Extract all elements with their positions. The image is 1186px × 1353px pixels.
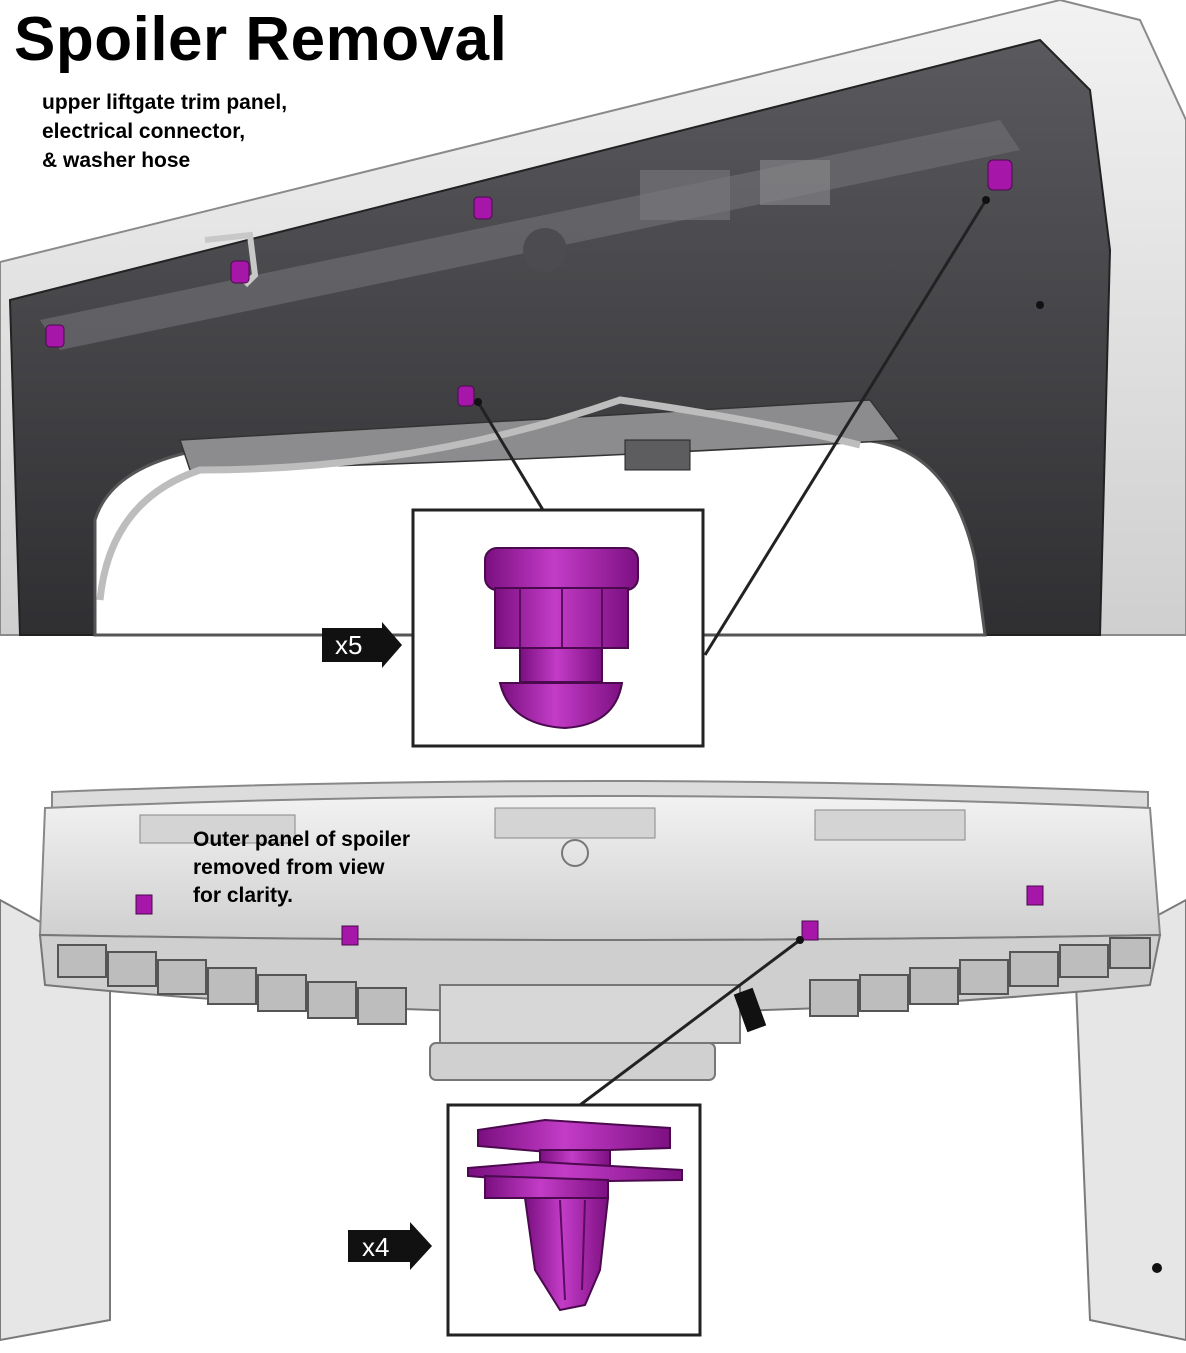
upper-note-line: & washer hose bbox=[42, 149, 191, 172]
upper-note-line: upper liftgate trim panel, bbox=[42, 91, 288, 114]
liftgate-fastener bbox=[230, 260, 250, 284]
center-housing bbox=[439, 984, 741, 1044]
upper-quantity-label: x5 bbox=[335, 630, 362, 660]
lower-note-line: for clarity. bbox=[193, 884, 293, 907]
lower-quantity-arrow: x4 bbox=[348, 1222, 432, 1270]
page-title: Spoiler Removal bbox=[14, 5, 508, 74]
liftgate-fastener bbox=[45, 324, 65, 348]
push-pin-fastener-icon bbox=[484, 547, 639, 730]
lower-quantity-label: x4 bbox=[362, 1232, 389, 1262]
upper-quantity-arrow: x5 bbox=[322, 622, 402, 668]
lower-note-line: removed from view bbox=[193, 856, 385, 879]
spoiler-fastener bbox=[135, 894, 153, 915]
upper-callout-box bbox=[411, 508, 705, 748]
liftgate-fastener bbox=[473, 196, 493, 220]
spoiler-fastener bbox=[801, 920, 819, 941]
upper-note: upper liftgate trim panel, electrical co… bbox=[42, 88, 287, 175]
spoiler-fastener bbox=[341, 925, 359, 946]
spoiler-view bbox=[0, 780, 1186, 1342]
trim-clip-fastener-icon bbox=[467, 1118, 683, 1312]
spoiler-fastener bbox=[1026, 885, 1044, 906]
liftgate-fastener bbox=[457, 385, 475, 407]
lower-note-line: Outer panel of spoiler bbox=[193, 828, 411, 851]
upper-note-line: electrical connector, bbox=[42, 120, 246, 143]
liftgate-view bbox=[0, 0, 1186, 656]
lower-callout-box bbox=[446, 1103, 702, 1337]
washer-hose bbox=[96, 396, 861, 601]
liftgate-fastener bbox=[987, 159, 1013, 191]
lower-note: Outer panel of spoiler removed from view… bbox=[193, 826, 410, 910]
